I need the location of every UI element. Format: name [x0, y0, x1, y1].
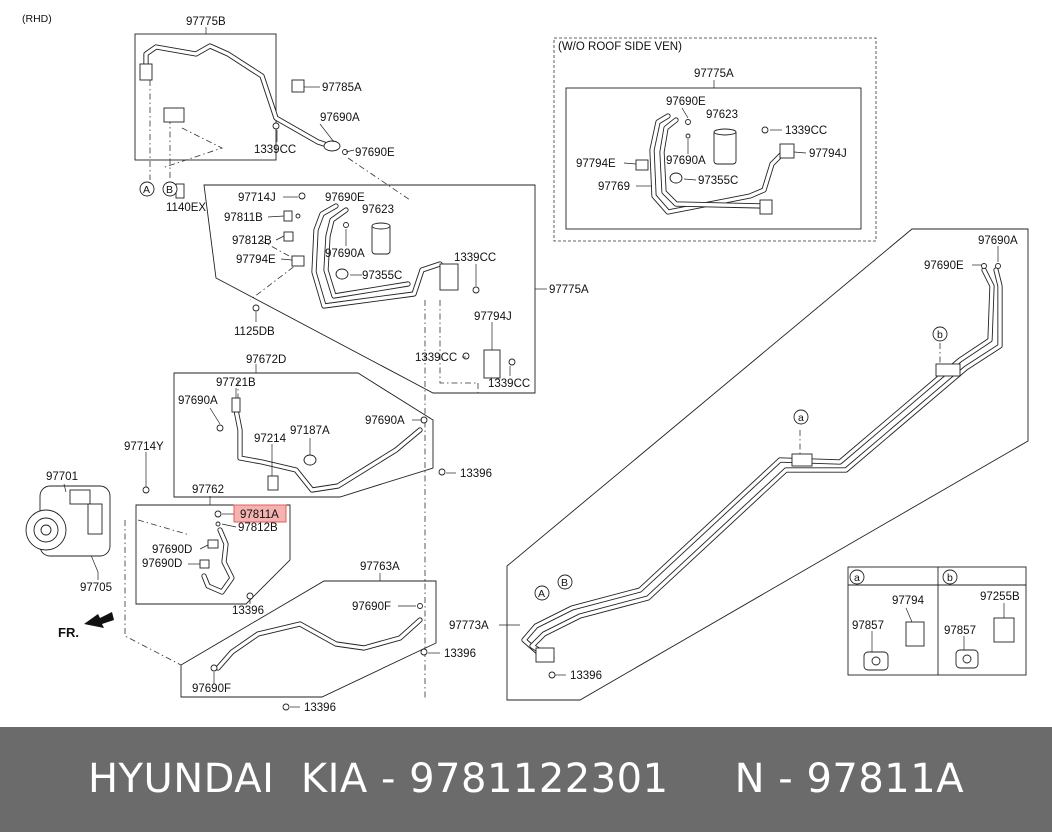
- pipe-97775b: [143, 43, 339, 151]
- part-label: 97812B: [238, 522, 278, 534]
- part-label highlighted-part-97811a: 97811A: [240, 509, 279, 521]
- part-label: 1339CC: [454, 252, 496, 264]
- legend-box: [847, 566, 1027, 676]
- part-label: 97785A: [322, 82, 362, 94]
- part-label: 1339CC: [254, 144, 296, 156]
- part-label: 97714Y: [124, 441, 164, 453]
- part-label: 13396: [232, 605, 264, 617]
- footer-banner: HYUNDAI KIA - 9781122301 N - 97811A: [0, 727, 1052, 832]
- pipe-97763a: [215, 617, 423, 671]
- part-label: 97355C: [698, 175, 738, 187]
- part-label: 97690F: [352, 601, 391, 613]
- part-label: 97775B: [186, 16, 226, 28]
- part-labels: 97775B 97785A 97690A 1339CC 97690E A B 1…: [46, 16, 1020, 714]
- ref-label: A: [143, 184, 150, 196]
- part-label: 97763A: [360, 561, 400, 573]
- part-label: 97690D: [152, 544, 192, 556]
- wo-roof-label: (W/O ROOF SIDE VEN): [558, 41, 682, 53]
- part-label: 97355C: [362, 270, 402, 282]
- ref-label: b: [937, 329, 943, 341]
- part-label: 1339CC: [488, 378, 530, 390]
- part-label: 97690A: [320, 112, 360, 124]
- part-label: 1339CC: [415, 352, 457, 364]
- box-97775b: [134, 33, 277, 161]
- part-label: 1339CC: [785, 125, 827, 137]
- part-label: 97690D: [142, 558, 182, 570]
- fr-label: FR.: [58, 625, 79, 640]
- part-label: 97794: [892, 595, 925, 607]
- part-label: 97794J: [809, 148, 847, 160]
- part-label: 97690E: [666, 96, 706, 108]
- box-97672d: [173, 372, 434, 498]
- part-label: 1140EX: [166, 202, 206, 214]
- circled-references: [139, 181, 958, 601]
- part-label: 97690A: [666, 155, 706, 167]
- part-label: 97701: [46, 471, 78, 483]
- pipe-97672d: [233, 407, 423, 493]
- part-label: 13396: [570, 670, 602, 682]
- ref-label: B: [561, 577, 568, 589]
- part-label: 97775A: [694, 68, 734, 80]
- compressor-97701: [25, 485, 111, 557]
- part-label: 13396: [460, 468, 492, 480]
- front-arrow-icon: [84, 612, 114, 628]
- highlight-97811a: [233, 504, 287, 523]
- part-label: 97762: [192, 484, 224, 496]
- ref-label: a: [798, 412, 804, 424]
- box-97775a-inset: [565, 87, 862, 230]
- part-label: 97690F: [192, 683, 231, 695]
- leader-lines: [63, 27, 1005, 708]
- part-label: 97721B: [216, 377, 256, 389]
- part-label: 97773A: [449, 620, 489, 632]
- part-label: 97794E: [236, 254, 276, 266]
- rhd-label: (RHD): [22, 13, 52, 25]
- ac-pipe-exploded-diagram: FR.: [22, 13, 1029, 714]
- part-label: 97623: [362, 204, 394, 216]
- legend-ref-label: b: [947, 572, 953, 584]
- legend-ref-label: a: [854, 572, 860, 584]
- part-label: 97794E: [576, 158, 616, 170]
- box-97773a: [506, 228, 1029, 701]
- part-label: 13396: [444, 648, 476, 660]
- part-label: 97672D: [246, 354, 286, 366]
- part-label: 97775A: [549, 284, 589, 296]
- part-label: 97690A: [365, 415, 405, 427]
- legend-parts: [863, 617, 1015, 671]
- part-label: 13396: [304, 702, 336, 714]
- part-label: 97812B: [232, 235, 272, 247]
- pipe-97762: [201, 527, 235, 595]
- part-label: 97690A: [978, 235, 1018, 247]
- footer-part-number-text: HYUNDAI KIA - 9781122301 N - 97811A: [87, 756, 965, 802]
- part-label: 97769: [598, 181, 630, 193]
- part-label: 97857: [852, 620, 884, 632]
- part-label: 97255B: [980, 591, 1020, 603]
- part-label: 97857: [944, 625, 976, 637]
- ref-label: B: [166, 184, 173, 196]
- part-label: 97690E: [355, 147, 395, 159]
- pipe-97775a-inset: [649, 113, 789, 215]
- part-label: 97794J: [474, 311, 512, 323]
- part-label: 97690A: [325, 248, 365, 260]
- part-label: 97811B: [224, 212, 263, 224]
- small-parts: [87, 63, 1001, 711]
- pipe-97775a-main: [311, 203, 443, 309]
- part-label: 97623: [706, 109, 738, 121]
- part-label: 97690A: [178, 395, 218, 407]
- part-label: 1125DB: [234, 326, 275, 338]
- part-label: 97214: [254, 433, 287, 445]
- part-label: 97187A: [290, 425, 330, 437]
- ref-label: A: [538, 588, 545, 600]
- pipe-97773a: [521, 267, 1003, 661]
- part-label: 97690E: [924, 260, 964, 272]
- box-97775a-main: [203, 184, 536, 394]
- part-label: 97705: [80, 582, 112, 594]
- part-label: 97714J: [238, 192, 276, 204]
- part-label: 97690E: [325, 192, 365, 204]
- box-wo-roof-side-ven: [553, 37, 877, 242]
